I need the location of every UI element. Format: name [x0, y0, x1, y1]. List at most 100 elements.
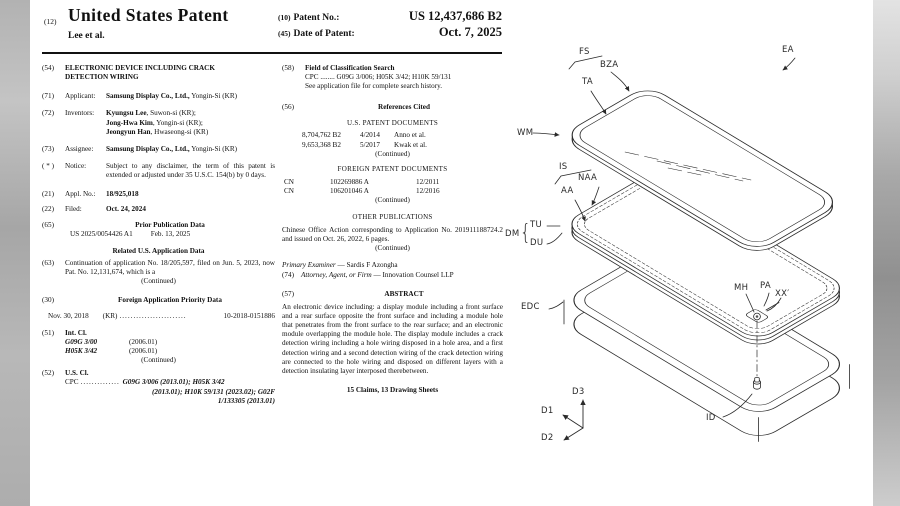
field-code: (56) — [282, 103, 294, 112]
field-code: (30) — [42, 296, 54, 305]
cpc-line: 1/133305 (2013.01) — [217, 396, 275, 405]
electronic-module-id — [753, 377, 761, 390]
related-data-heading: Related U.S. Application Data — [112, 246, 205, 255]
label-edc: EDC — [521, 302, 540, 312]
notice-text: Subject to any disclaimer, the term of t… — [106, 161, 275, 180]
label-mh: MH — [734, 283, 749, 293]
glass-reflection-lines — [624, 151, 752, 182]
appl-no-value: 18/925,018 — [106, 190, 139, 199]
field-code: ( * ) — [42, 161, 54, 170]
assignee-location: Yongin-Si (KR) — [189, 144, 238, 153]
related-continued: (Continued) — [141, 277, 176, 286]
bibliographic-right-column: (58) Field of Classification Search CPC … — [282, 64, 503, 395]
label-wm: WM — [517, 128, 534, 138]
int-cl-version: (2006.01) — [129, 337, 158, 346]
inventor-byline: Lee et al. — [68, 31, 105, 41]
us-patent-docs-heading: U.S. PATENT DOCUMENTS — [346, 118, 439, 127]
prior-pub-heading: Prior Publication Data — [135, 220, 205, 229]
patent-front-page: (12) United States Patent Lee et al. (10… — [30, 0, 873, 506]
label-naa: NAA — [578, 173, 598, 183]
filed-value: Oct. 24, 2024 — [106, 205, 146, 214]
figure-exploded-view: FS BZA TA EA WM IS NAA AA DM { TU DU EDC… — [505, 25, 900, 487]
prior-pub-number: US 2025/0054426 A1 — [70, 229, 133, 238]
related-text: Continuation of application No. 18/205,5… — [65, 258, 275, 277]
invention-title: ELECTRONIC DEVICE INCLUDING CRACK DETECT… — [65, 64, 215, 82]
label-dm: DM — [505, 229, 520, 239]
field-code: (22) — [42, 205, 54, 214]
applicant-label: Applicant: — [65, 92, 96, 101]
label-id: ID — [706, 413, 716, 423]
figure-svg — [532, 55, 850, 442]
cpc-line: (2013.01); H10K 59/131 (2023.02); G02F — [152, 387, 275, 396]
patent-number: US 12,437,686 B2 — [408, 9, 502, 23]
bibliographic-left-column: (54) ELECTRONIC DEVICE INCLUDING CRACK D… — [42, 64, 275, 406]
leader-lines — [532, 55, 796, 418]
int-cl-continued: (Continued) — [141, 356, 176, 365]
assignee-label: Assignee: — [65, 144, 94, 153]
inventor-row: Jeongyun Han, Hwaseong-si (KR) — [106, 127, 209, 136]
int-cl-heading: Int. Cl. — [65, 328, 87, 337]
kind-code: (12) — [44, 17, 57, 26]
header-rule — [42, 52, 502, 54]
field-code: (71) — [42, 92, 54, 101]
inventor-row: Jong-Hwa Kim, Yongin-si (KR); — [106, 118, 203, 127]
field-code: (73) — [42, 144, 54, 153]
label-ta: TA — [582, 77, 593, 87]
applicant-location: Yongin-Si (KR) — [189, 92, 238, 101]
inventors-label: Inventors: — [65, 109, 95, 118]
int-cl-version: (2006.01) — [129, 346, 158, 355]
field-code: (72) — [42, 109, 54, 118]
us-refs-continued: (Continued) — [375, 149, 410, 158]
field-search-heading: Field of Classification Search — [305, 64, 395, 72]
dot-leader: .............. — [80, 378, 120, 387]
priority-heading: Foreign Application Priority Data — [118, 296, 222, 305]
int-cl-class: H05K 3/42 — [65, 346, 98, 355]
label-d3: D3 — [572, 387, 585, 397]
dot-leader: ........................ — [119, 311, 187, 320]
patent-no-code: (10) — [278, 13, 291, 22]
label-du: DU — [530, 238, 544, 248]
label-fs: FS — [579, 47, 590, 57]
label-d1: D1 — [541, 406, 554, 416]
label-aa: AA — [561, 186, 574, 196]
field-code: (54) — [42, 64, 54, 72]
label-bza: BZA — [600, 60, 619, 70]
label-ea: EA — [782, 45, 794, 55]
label-d2: D2 — [541, 433, 554, 443]
abstract-code: (57) — [282, 289, 294, 298]
module-hole-pad — [746, 302, 780, 323]
field-code: (65) — [42, 220, 54, 229]
field-code: (52) — [42, 369, 54, 378]
claims-line: 15 Claims, 13 Drawing Sheets — [346, 386, 439, 394]
abstract-heading: ABSTRACT — [384, 289, 424, 298]
notice-label: Notice: — [65, 161, 87, 170]
other-pubs-text: Chinese Office Action corresponding to A… — [282, 226, 503, 244]
label-is: IS — [559, 162, 568, 172]
us-cl-heading: U.S. Cl. — [65, 369, 89, 378]
appl-no-label: Appl. No.: — [65, 190, 96, 199]
priority-date: Nov. 30, 2018 — [48, 311, 89, 320]
cpc-label: CPC — [65, 378, 79, 387]
assignee-name: Samsung Display Co., Ltd., — [106, 144, 190, 153]
inventor-row: Kyungsu Lee, Suwon-si (KR); — [106, 109, 196, 118]
page-title: United States Patent — [68, 5, 229, 25]
primary-examiner-line: Primary Examiner — Sardis F Azongha — [282, 261, 398, 270]
abstract-text: An electronic device including: a displa… — [282, 302, 503, 375]
priority-country: (KR) — [102, 311, 118, 320]
foreign-refs-continued: (Continued) — [375, 196, 410, 205]
patent-no-label: Patent No.: — [293, 13, 340, 23]
field-code: (58) — [282, 64, 294, 72]
header-right: (10) Patent No.: US 12,437,686 B2 (45) D… — [278, 9, 502, 41]
attorney-line: (74) Attorney, Agent, or Firm — Innovati… — [282, 270, 454, 279]
axis-triad — [562, 399, 586, 441]
foreign-docs-heading: FOREIGN PATENT DOCUMENTS — [337, 164, 448, 173]
label-tu: TU — [530, 220, 543, 230]
label-pa: PA — [760, 281, 771, 291]
field-search-cpc: CPC ........ G09G 3/006; H05K 3/42; H10K… — [305, 73, 452, 82]
other-pubs-heading: OTHER PUBLICATIONS — [352, 213, 433, 222]
background-blur-right — [873, 0, 900, 506]
